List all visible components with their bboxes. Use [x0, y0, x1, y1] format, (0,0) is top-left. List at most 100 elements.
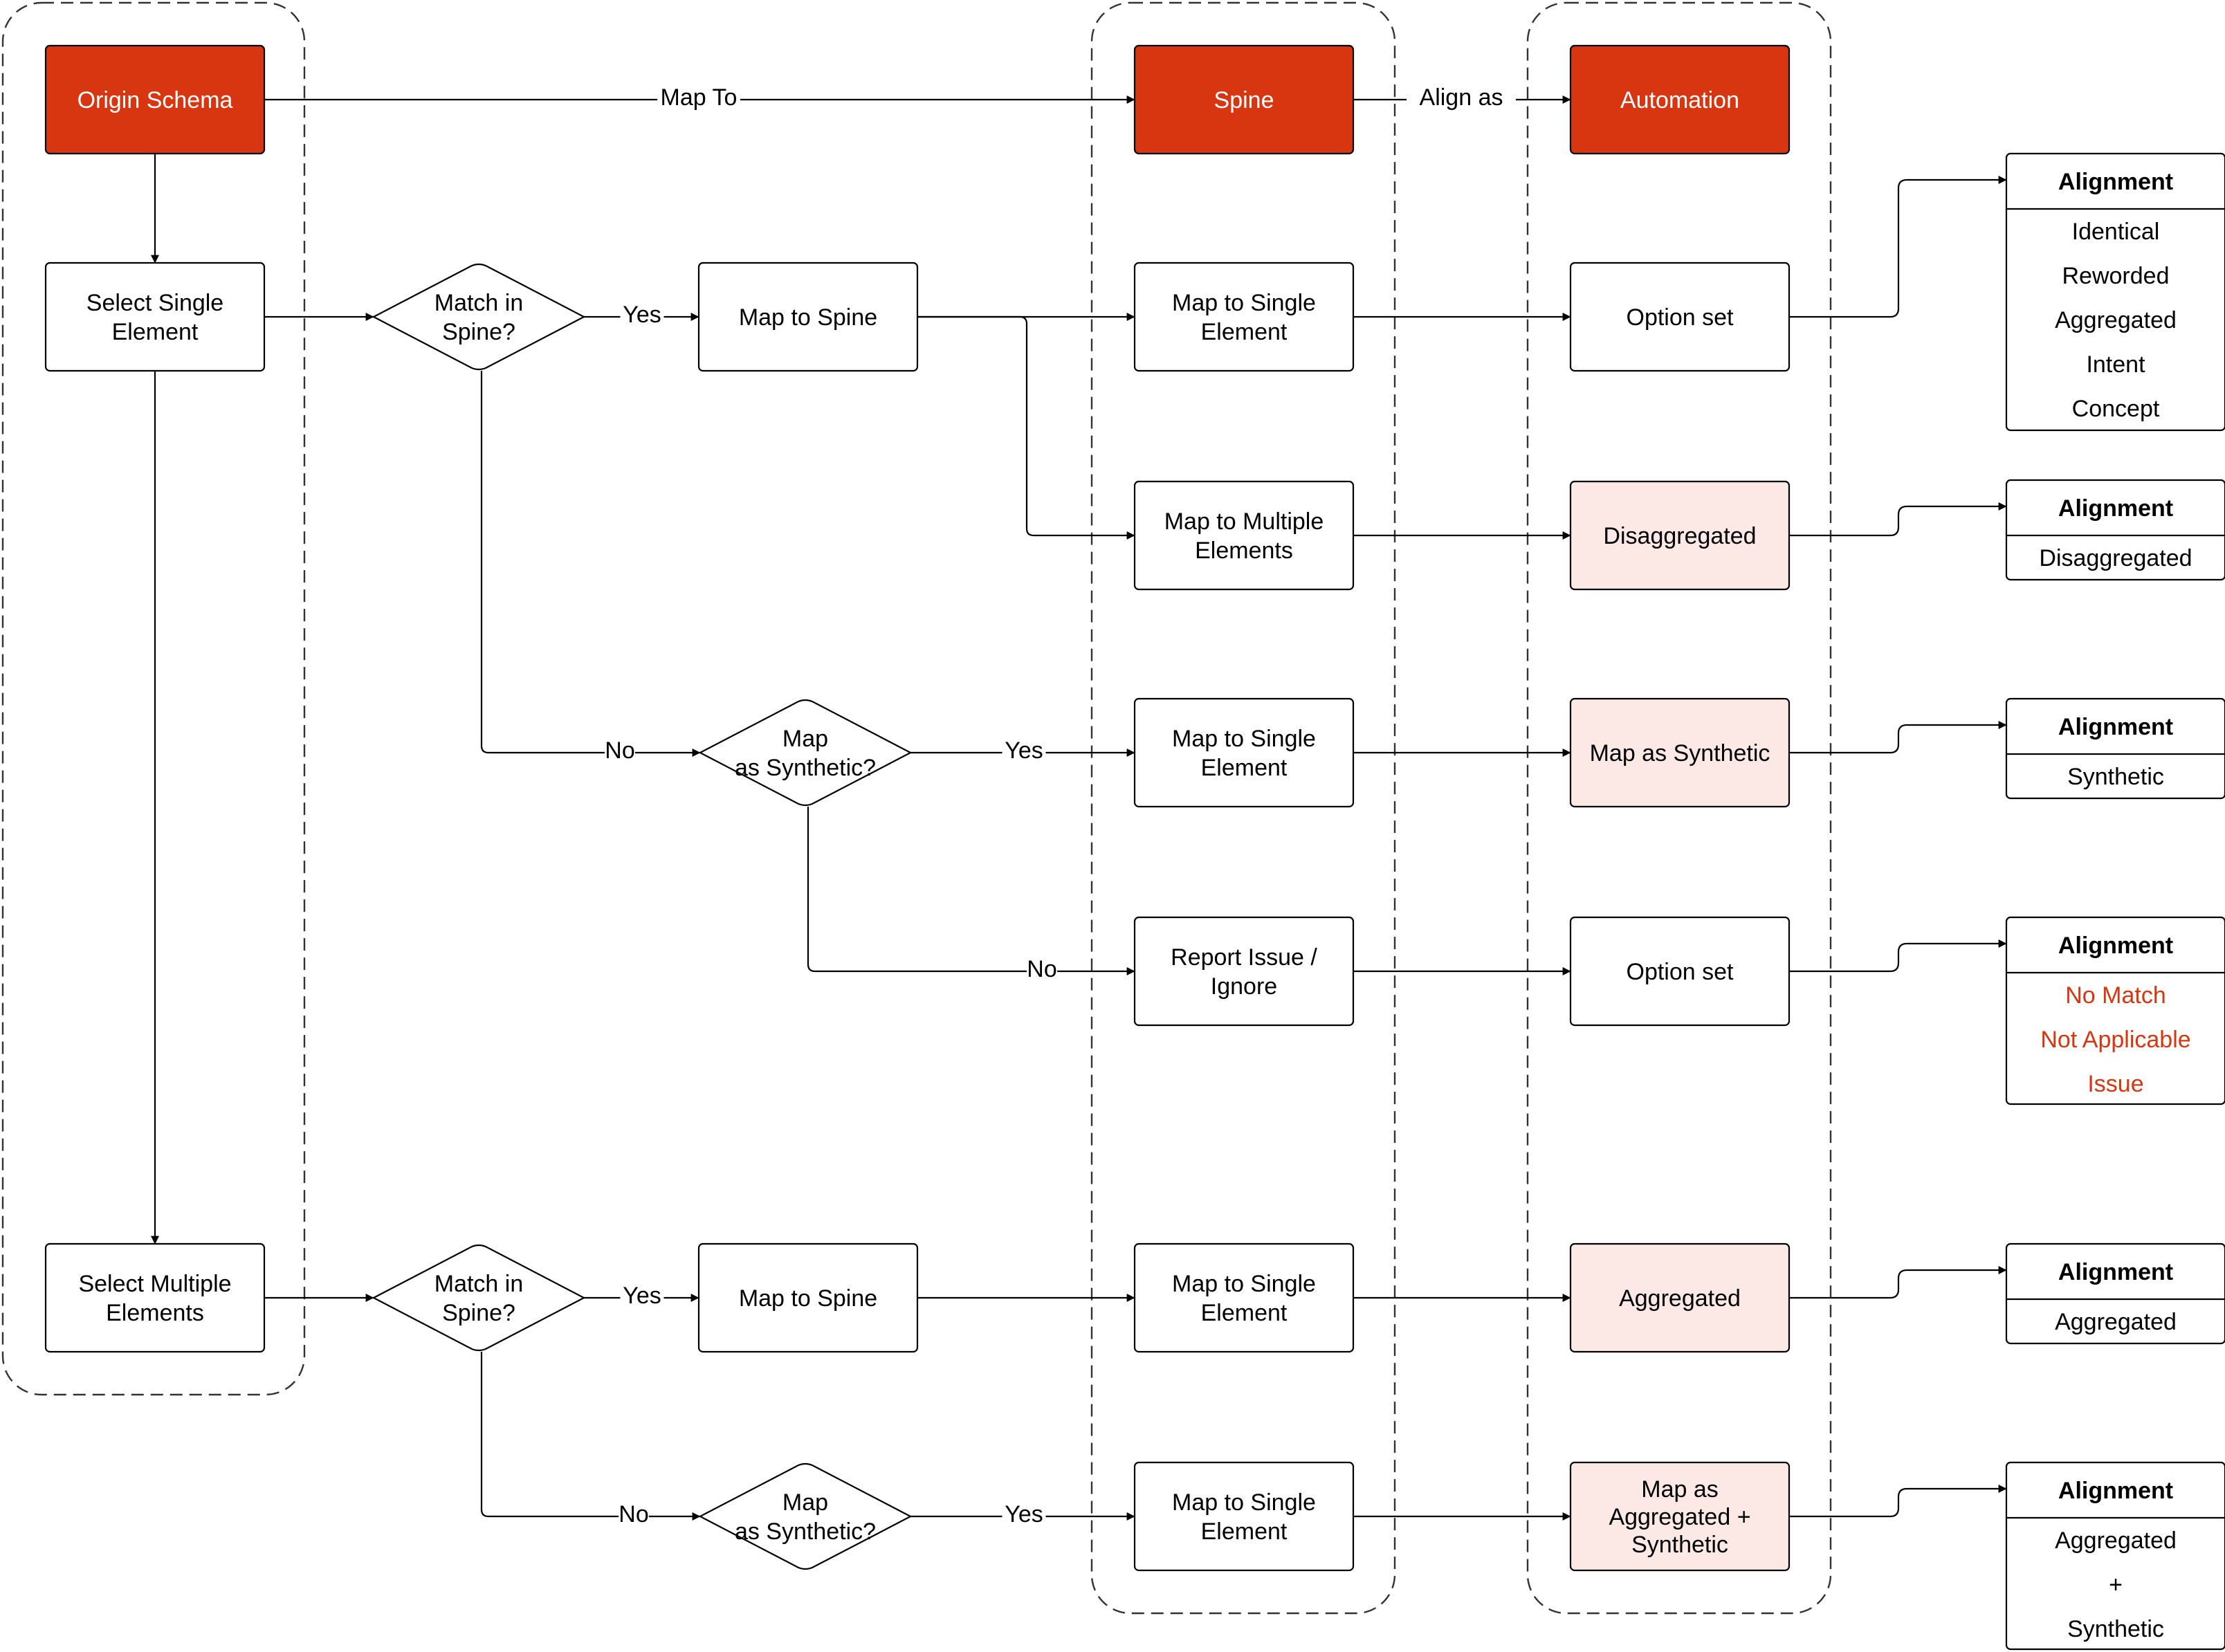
node-shape: [1569, 480, 1791, 591]
edge-synthetic-no: [807, 807, 1135, 975]
node-label: Disaggregated: [1603, 523, 1756, 549]
edge-label-align-as: Align as: [1407, 83, 1516, 111]
node-shape: [1133, 261, 1355, 372]
node-label-line: Map to Spine: [739, 1285, 877, 1312]
alignment-table-header: Alignment: [2058, 933, 2173, 959]
edge-label-text: Align as: [1420, 84, 1503, 111]
node-label-line: Report Issue /: [1171, 944, 1317, 971]
node-shape: [1133, 44, 1355, 155]
edge-label-bg: [1002, 736, 1046, 764]
edge-label-text: No: [605, 737, 634, 764]
node-label-line: Map: [782, 726, 828, 752]
node-label-line: Map as: [1641, 1476, 1719, 1503]
node-shape: [1569, 44, 1791, 155]
edge-label-text: Yes: [623, 1283, 661, 1309]
node-label-line: Element: [112, 319, 199, 345]
alignment-table-frame: [2005, 152, 2225, 432]
node-shape: [1133, 480, 1355, 591]
node-label: Automation: [1620, 87, 1739, 113]
node-label-line: Option set: [1627, 304, 1734, 331]
alignment-table-item: Aggregated: [2055, 1527, 2177, 1554]
edge-label-yes-2: Yes: [1002, 736, 1046, 764]
node-label: Map as Synthetic: [1590, 740, 1770, 767]
alignment-table-frame: [2005, 1242, 2225, 1345]
node-label-line: Element: [1201, 319, 1288, 345]
node-label: Origin Schema: [77, 87, 233, 113]
node-label-line: Select Multiple: [78, 1271, 231, 1297]
aggregated-node: Aggregated: [1569, 1242, 1791, 1353]
node-label: Aggregated: [1619, 1285, 1741, 1312]
node-label-line: Element: [1201, 1300, 1288, 1326]
node-shape: [1569, 916, 1791, 1027]
swimlane-2: [1090, 1, 1396, 1615]
node-shape: [1133, 697, 1355, 808]
node-label-line: Map to Single: [1172, 1489, 1316, 1516]
node-label-line: Spine?: [442, 1300, 515, 1326]
edge-to-alignment-table-5: [1789, 1266, 2007, 1299]
node-label-line: Automation: [1620, 87, 1739, 113]
alignment-table-frame: [2005, 697, 2225, 800]
edge-label-bg: [619, 1500, 649, 1527]
edge-label-no-3: No: [619, 1500, 649, 1527]
swimlane-1: [1, 1, 306, 1396]
edge-label-bg: [657, 83, 740, 111]
node-label: Spine: [1214, 87, 1274, 113]
edge-label-bg: [1002, 1500, 1046, 1527]
node-label-line: Spine: [1214, 87, 1274, 113]
node-label-line: Match in: [434, 1271, 524, 1297]
alignment-table-header: Alignment: [2058, 1259, 2173, 1285]
node-shape: [1569, 697, 1791, 808]
map-to-spine-1-node: Map to Spine: [697, 261, 919, 372]
node-label-line: Map to Spine: [739, 304, 877, 331]
connectors: [151, 95, 2007, 1521]
edge-to-alignment-table-1: [1789, 176, 2007, 318]
edge-label-no-2: No: [1027, 955, 1057, 982]
node-label-line: Map to Single: [1172, 290, 1316, 316]
node-label: Map to Spine: [739, 304, 877, 331]
node-label-line: Disaggregated: [1603, 523, 1756, 549]
node-shape: [44, 44, 266, 155]
edge-to-alignment-table-3: [1789, 721, 2007, 754]
node-label-line: Map: [782, 1489, 828, 1516]
node-label: Map to Spine: [739, 1285, 877, 1312]
node-shape: [1133, 1242, 1355, 1353]
alignment-table-item: Aggregated: [2055, 1309, 2177, 1335]
edge-label-yes-1: Yes: [620, 300, 664, 328]
node-label-line: Aggregated +: [1609, 1504, 1750, 1530]
node-label-line: Option set: [1627, 959, 1734, 985]
edge-label-bg: [620, 1281, 664, 1309]
alignment-table-1: AlignmentIdenticalRewordedAggregatedInte…: [2005, 152, 2225, 432]
node-shape: [1133, 916, 1355, 1027]
alignment-table-header: Alignment: [2058, 714, 2173, 740]
node-label: Report Issue /Ignore: [1171, 944, 1317, 1000]
alignment-table-header: Alignment: [2058, 495, 2173, 522]
node-label-line: Select Single: [86, 290, 223, 316]
alignment-table-frame: [2005, 1461, 2225, 1651]
alignment-table-item: Disaggregated: [2039, 545, 2192, 571]
node-shape: [44, 1242, 266, 1353]
alignment-table-item: +: [2109, 1572, 2123, 1598]
edge-label-text: Yes: [1005, 1501, 1043, 1527]
alignment-table-header: Alignment: [2058, 1478, 2173, 1504]
node-label-line: Map to Single: [1172, 1271, 1316, 1297]
